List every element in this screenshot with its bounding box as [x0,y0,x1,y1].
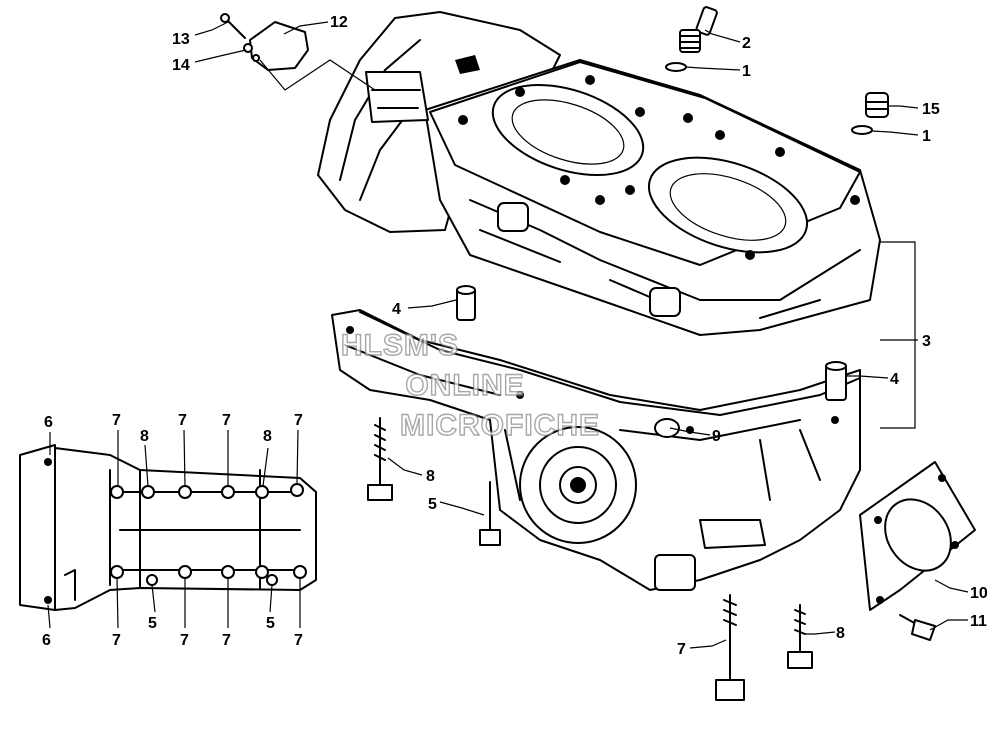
leader-lines [47,21,969,649]
stud-part-4-right [825,361,847,401]
callout-9: 9 [712,428,721,445]
inset-callout-8-a: 8 [140,428,149,445]
inset-callout-8-b: 8 [263,428,272,445]
fitting-part-2 [679,6,718,53]
screw-part-13 [220,13,246,39]
lower-crankcase [331,309,861,591]
washer-part-14 [243,43,260,62]
bolt-part-8-right [787,604,813,669]
cover-plate-part-10 [859,461,976,611]
bolt-part-5 [479,481,501,546]
callout-13: 13 [172,31,190,48]
inset-callout-5-a: 5 [148,615,157,632]
inset-callout-7-a: 7 [112,412,121,429]
bolt-part-8-left [367,417,393,501]
callout-1-right: 1 [922,128,931,145]
bracket-part-12 [249,21,309,71]
inset-callout-7-g: 7 [222,632,231,649]
callout-1-top: 1 [742,63,751,80]
callout-8-left: 8 [426,468,435,485]
upper-crankcase [317,11,881,336]
washer-part-1-right [851,125,873,135]
inset-callout-7-e: 7 [112,632,121,649]
inset-callout-6-bottom: 6 [42,632,51,649]
bolt-part-11 [899,614,936,641]
callout-2: 2 [742,35,751,52]
inset-callout-7-c: 7 [222,412,231,429]
watermark-line-3: MICROFICHE [400,409,600,442]
callout-4-right: 4 [890,371,899,388]
callout-4-left: 4 [392,301,401,318]
plug-part-15 [865,92,889,118]
bolt-part-7-long [715,594,745,701]
callout-8-right: 8 [836,625,845,642]
callout-7-main: 7 [677,641,686,658]
inset-callout-7-h: 7 [294,632,303,649]
callout-3: 3 [922,333,931,350]
callout-14: 14 [172,57,190,74]
inset-callout-7-d: 7 [294,412,303,429]
callout-11: 11 [970,613,987,630]
inset-callout-5-b: 5 [266,615,275,632]
callout-numbers: 13 12 14 2 1 15 1 3 4 4 9 8 5 10 11 7 8 … [42,14,988,658]
watermark: HLSM'S ONLINE MICROFICHE [340,328,600,442]
inset-callout-7-b: 7 [178,412,187,429]
inset-callout-7-f: 7 [180,632,189,649]
washer-part-1-top [665,62,687,72]
callout-15: 15 [922,101,940,118]
callout-5-main: 5 [428,496,437,513]
callout-12: 12 [330,14,348,31]
stud-part-4-upper [456,285,476,321]
callout-10: 10 [970,585,988,602]
inset-callout-6-top: 6 [44,414,53,431]
watermark-line-1: HLSM'S [341,329,459,362]
watermark-line-2: ONLINE [405,369,524,402]
